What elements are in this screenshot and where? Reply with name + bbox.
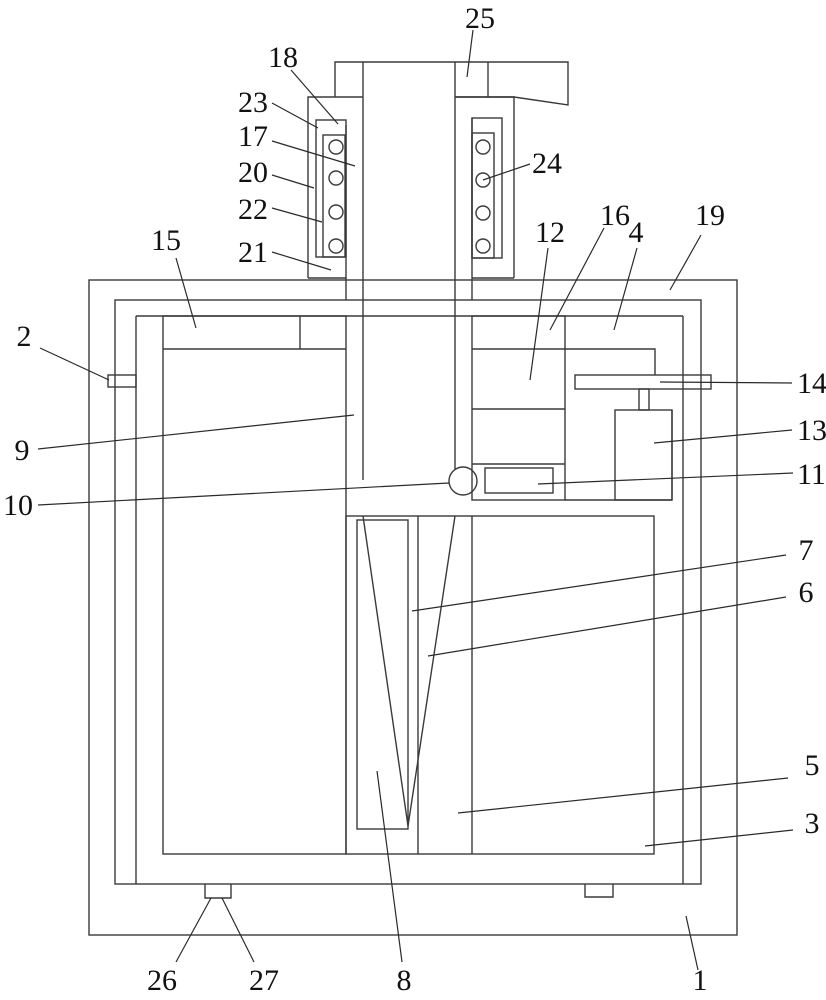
left-column: [307, 96, 363, 300]
bottom-feet: [204, 884, 614, 899]
central-shaft: [362, 97, 456, 480]
callout-10: 10: [3, 489, 33, 522]
leader-lines: [37, 29, 794, 971]
callout-2: 2: [17, 320, 32, 353]
callout-16: 16: [600, 199, 630, 232]
side-latch: [107, 374, 137, 388]
callout-1: 1: [693, 964, 708, 997]
left-chamber: [162, 315, 347, 855]
callout-23: 23: [238, 86, 268, 119]
rotary-joint: [448, 466, 478, 496]
left-roller-stack: [328, 139, 344, 254]
callout-11: 11: [797, 458, 826, 491]
callout-15: 15: [151, 224, 181, 257]
callout-18: 18: [268, 41, 298, 74]
callout-4: 4: [629, 216, 644, 249]
motor: [614, 388, 673, 501]
outer-housing: [88, 279, 738, 936]
callout-8: 8: [397, 964, 412, 997]
callout-27: 27: [249, 964, 279, 997]
right-roller-stack: [475, 139, 491, 254]
callout-21: 21: [238, 236, 268, 269]
callout-7: 7: [799, 534, 814, 567]
callout-13: 13: [797, 414, 826, 447]
lower-tank: [345, 515, 655, 855]
motor-housing: [565, 348, 673, 501]
right-column: [455, 96, 515, 300]
callout-5: 5: [805, 749, 820, 782]
callout-14: 14: [797, 367, 826, 400]
top-hopper: [334, 61, 569, 106]
callout-12: 12: [535, 216, 565, 249]
right-upper-chamber: [471, 315, 566, 501]
callout-17: 17: [238, 120, 268, 153]
callout-22: 22: [238, 193, 268, 226]
callout-20: 20: [238, 156, 268, 189]
callout-9: 9: [15, 434, 30, 467]
stirring-blade: [362, 515, 456, 827]
callout-25: 25: [465, 2, 495, 35]
callout-24: 24: [532, 147, 562, 180]
callout-6: 6: [799, 576, 814, 609]
callout-19: 19: [695, 199, 725, 232]
callout-26: 26: [147, 964, 177, 997]
callout-labels: 25 18 23 17 20 22 21 24 15 16 12 4 19 2 …: [3, 2, 826, 997]
callout-3: 3: [805, 807, 820, 840]
